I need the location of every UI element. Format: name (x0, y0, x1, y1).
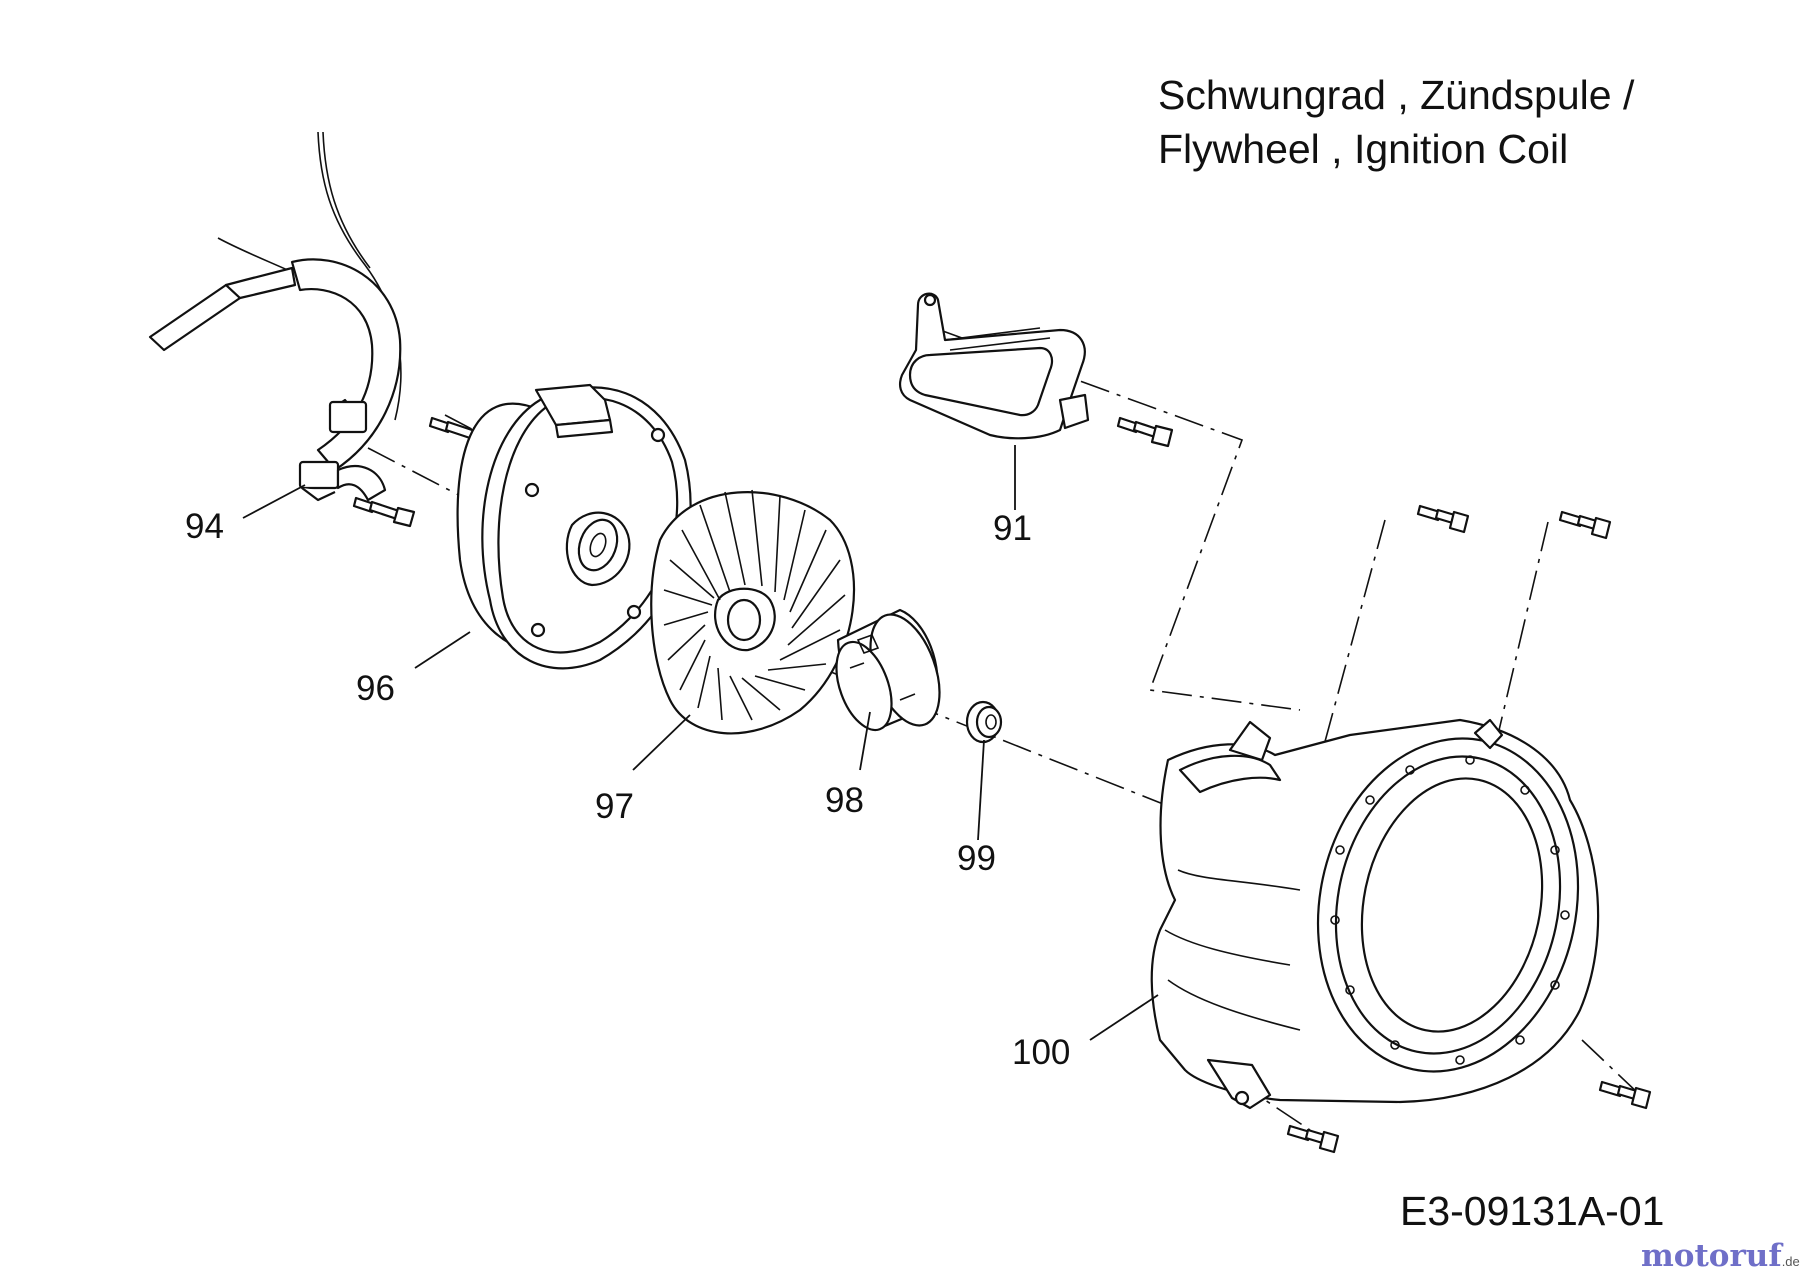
title-line-english: Flywheel , Ignition Coil (1158, 126, 1569, 172)
bolt-coil-lower (352, 496, 416, 528)
callout-98: 98 (825, 781, 864, 820)
nut-part-99 (965, 700, 1003, 744)
watermark-suffix: .de (1781, 1254, 1800, 1269)
callout-91: 91 (993, 509, 1032, 548)
fan-wheel-part-97 (650, 489, 856, 735)
blower-housing-part-100 (1150, 718, 1600, 1110)
callout-leaders (242, 445, 1159, 1041)
watermark-logo: motoruf.de (1641, 1238, 1800, 1274)
diagram-title: Schwungrad , Zündspule / Flywheel , Igni… (1158, 68, 1634, 176)
ignition-coil-part-94 (148, 131, 402, 502)
flywheel-part-96 (456, 383, 692, 670)
shroud-bracket-part-91 (899, 292, 1090, 440)
callout-99: 99 (957, 839, 996, 878)
title-line-german: Schwungrad , Zündspule / (1158, 72, 1635, 118)
drawing-code: E3-09131A-01 (1400, 1188, 1665, 1234)
bolt-housing-bottom-left (1286, 1124, 1340, 1154)
callout-94: 94 (185, 507, 224, 546)
watermark-text: motoruf (1641, 1238, 1782, 1274)
callout-100: 100 (1012, 1033, 1070, 1072)
bolt-shroud (1116, 416, 1174, 448)
callout-97: 97 (595, 787, 634, 826)
starter-cup-part-98 (835, 608, 941, 732)
callout-96: 96 (356, 669, 395, 708)
bolt-housing-top-left (1416, 504, 1470, 534)
bolt-housing-bottom-right (1598, 1080, 1652, 1110)
bolt-housing-top-right (1558, 510, 1612, 540)
